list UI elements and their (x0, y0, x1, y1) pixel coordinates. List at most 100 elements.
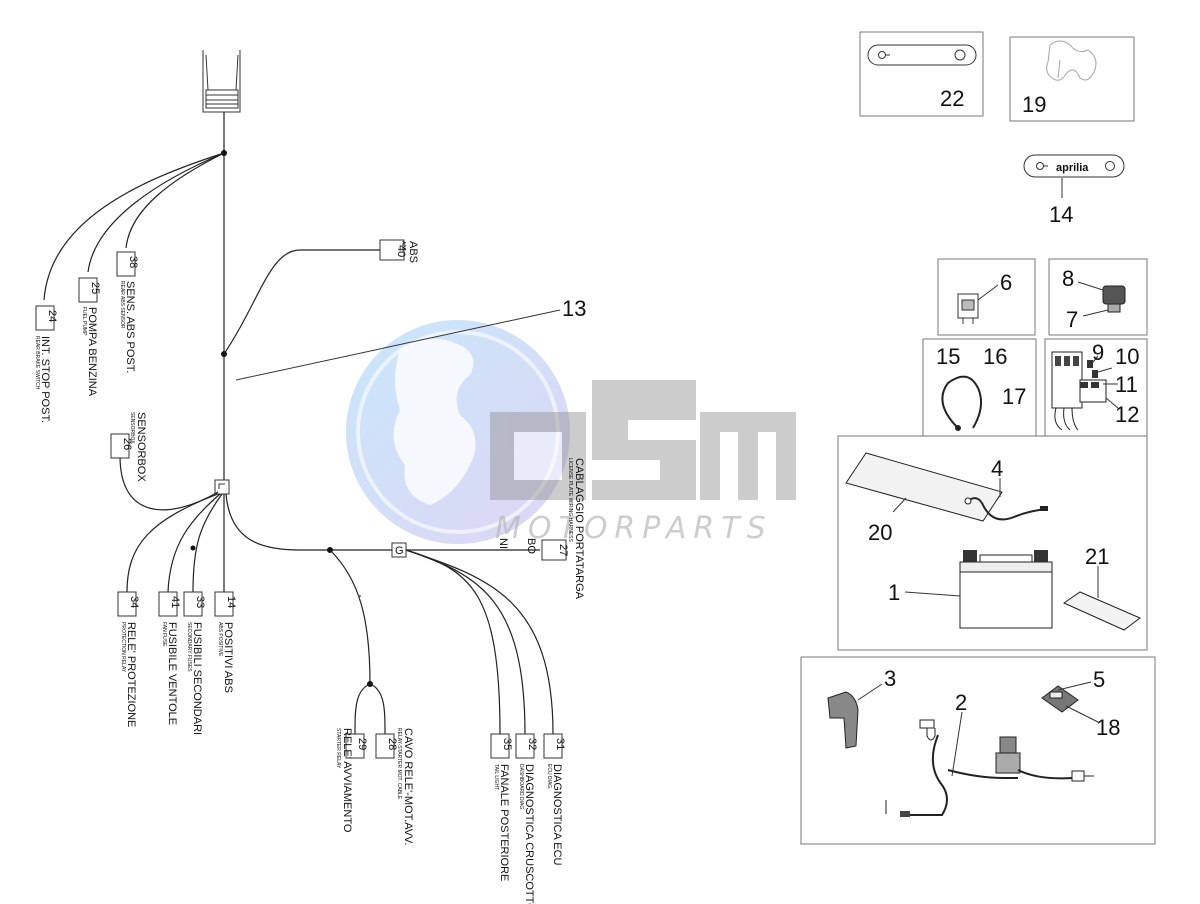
connector-31: 31 DIAGNOSTICA ECU ECU DIAG. (543, 733, 566, 866)
svg-text:REAR BRAKE SWITCH: REAR BRAKE SWITCH (34, 336, 40, 390)
callout-14: 14 (1049, 202, 1073, 227)
svg-text:CABLAGGIO PORTATARGA: CABLAGGIO PORTATARGA (573, 458, 585, 600)
clip-icon (1046, 40, 1097, 81)
watermark-globe-icon (346, 320, 570, 544)
aprilia-key-icon: aprilia (1023, 154, 1125, 178)
svg-text:POSITIVI ABS: POSITIVI ABS (222, 622, 234, 693)
svg-text:DIAGNOSTICA CRUSCOTTO: DIAGNOSTICA CRUSCOTTO (523, 764, 535, 904)
connector-27: 27 (541, 539, 569, 561)
svg-text:35: 35 (501, 738, 513, 750)
connector-35: 35 FANALE POSTERIORE TAIL LIGHT (490, 733, 513, 881)
callout-1: 1 (888, 580, 900, 605)
svg-text:STARTER RELAY: STARTER RELAY (335, 728, 341, 769)
mark-ni: NI (497, 538, 509, 549)
svg-text:REAR ABS SENSOR: REAR ABS SENSOR (119, 281, 125, 329)
svg-text:ABS POSITIVE: ABS POSITIVE (217, 622, 223, 657)
svg-text:24: 24 (46, 310, 58, 322)
callout-3: 3 (884, 666, 896, 691)
connector-24: 24 INT. STOP POST. REAR BRAKE SWITCH (34, 305, 58, 423)
battery-sticker-icon (1062, 591, 1141, 631)
svg-text:FAN FUSE: FAN FUSE (161, 622, 167, 647)
battery-lead-icon (964, 497, 1048, 521)
battery-pad-icon (845, 452, 1003, 522)
panel-19 (1009, 36, 1135, 122)
svg-text:SECONDARY FUSES: SECONDARY FUSES (186, 622, 192, 672)
callout-22: 22 (940, 86, 964, 111)
svg-text:26: 26 (121, 438, 133, 450)
svg-text:28: 28 (386, 738, 398, 750)
callout-4: 4 (991, 456, 1003, 481)
callout-9: 9 (1092, 340, 1104, 365)
callout-16: 16 (983, 344, 1007, 369)
key-brand-text: aprilia (1056, 162, 1089, 174)
svg-text:14: 14 (225, 596, 237, 608)
callout-7: 7 (1066, 307, 1078, 332)
svg-text:33: 33 (194, 596, 206, 608)
callout-21: 21 (1085, 544, 1109, 569)
callout-15: 15 (936, 344, 960, 369)
cable-tie-icon (941, 375, 983, 431)
svg-text:SENSORBOX: SENSORBOX (129, 412, 135, 444)
svg-text:41: 41 (169, 596, 181, 608)
connector-28: 28 CAVO RELE'-MOT.AVV. RELAY-STARTER MOT… (375, 728, 414, 845)
connector-40: 40 ABS ABS (379, 239, 419, 263)
svg-text:FUEL PUMP: FUEL PUMP (81, 307, 87, 336)
svg-text:RELE' AVVIAMENTO: RELE' AVVIAMENTO (341, 728, 353, 833)
callout-8: 8 (1062, 266, 1074, 291)
svg-text:INT. STOP POST.: INT. STOP POST. (39, 336, 51, 423)
top-connector-icon (202, 50, 241, 113)
watermark (346, 320, 570, 544)
svg-text:40: 40 (395, 245, 407, 257)
connector-32: 32 DIAGNOSTICA CRUSCOTTO DASHBOARD DIAG. (515, 733, 538, 904)
connector-41: 41 FUSIBILE VENTOLE FAN FUSE (158, 591, 181, 725)
relay-icon (957, 293, 979, 324)
panel-6 (937, 258, 1036, 336)
svg-text:LICENSE PLATE WIRING HARNESS: LICENSE PLATE WIRING HARNESS (567, 458, 573, 542)
panel-8-7 (1048, 258, 1148, 336)
svg-text:ABS: ABS (400, 241, 406, 252)
svg-text:DASHBOARD DIAG.: DASHBOARD DIAG. (518, 764, 524, 811)
svg-text:FUSIBILI SECONDARI: FUSIBILI SECONDARI (191, 622, 203, 735)
g-label: G (395, 545, 404, 557)
callout-20: 20 (868, 520, 892, 545)
svg-text:PROTECTION RELAY: PROTECTION RELAY (120, 622, 126, 673)
svg-text:ECU DIAG.: ECU DIAG. (546, 764, 552, 790)
connector-38: 38 SENS. ABS POST. REAR ABS SENSOR (116, 251, 139, 373)
svg-text:RELAY-STARTER MOT. CABLE: RELAY-STARTER MOT. CABLE (396, 728, 402, 800)
svg-text:29: 29 (356, 738, 368, 750)
callout-19: 19 (1022, 92, 1046, 117)
svg-text:27: 27 (557, 544, 569, 556)
svg-text:25: 25 (89, 282, 101, 294)
connector-25: 25 POMPA BENZINA FUEL PUMP (78, 277, 101, 397)
harness-label: CABLAGGIO PORTATARGA LICENSE PLATE WIRIN… (567, 458, 585, 600)
watermark-continents (393, 338, 476, 505)
svg-text:TAIL LIGHT: TAIL LIGHT (493, 764, 499, 790)
svg-text:34: 34 (128, 596, 140, 608)
switch-cap-icon (1102, 285, 1126, 313)
svg-text:FANALE POSTERIORE: FANALE POSTERIORE (498, 764, 510, 881)
callout-6: 6 (1000, 270, 1012, 295)
svg-text:POMPA BENZINA: POMPA BENZINA (86, 307, 98, 397)
mark-bo: BO (525, 538, 537, 554)
svg-text:DIAGNOSTICA ECU: DIAGNOSTICA ECU (551, 764, 563, 866)
callout-11: 11 (1115, 372, 1138, 397)
svg-text:SENS. ABS POST.: SENS. ABS POST. (124, 281, 136, 373)
fuse-holder-cable-icon (885, 719, 1094, 817)
connector-14: 14 POSITIVI ABS ABS POSITIVE (214, 591, 237, 693)
svg-text:38: 38 (127, 256, 139, 268)
svg-text:ABS: ABS (407, 241, 419, 263)
terminal-cover-icon (827, 691, 859, 749)
connector-29: 29 RELE' AVVIAMENTO STARTER RELAY (335, 728, 368, 833)
battery-icon (959, 550, 1053, 629)
svg-text:SENSORBOX: SENSORBOX (135, 412, 147, 482)
svg-text:32: 32 (526, 738, 538, 750)
svg-text:RELE' PROTEZIONE: RELE' PROTEZIONE (125, 622, 137, 727)
fuse-box-icon (1051, 351, 1107, 431)
svg-text:FUSIBILE VENTOLE: FUSIBILE VENTOLE (166, 622, 178, 725)
callout-10: 10 (1115, 344, 1139, 369)
watermark-text: MOTORPARTS (495, 511, 773, 546)
key-blank-icon (867, 44, 977, 66)
blade-fuse-icon (1041, 685, 1079, 713)
connector-26: 26 SENSORBOX SENSORBOX (110, 412, 147, 482)
